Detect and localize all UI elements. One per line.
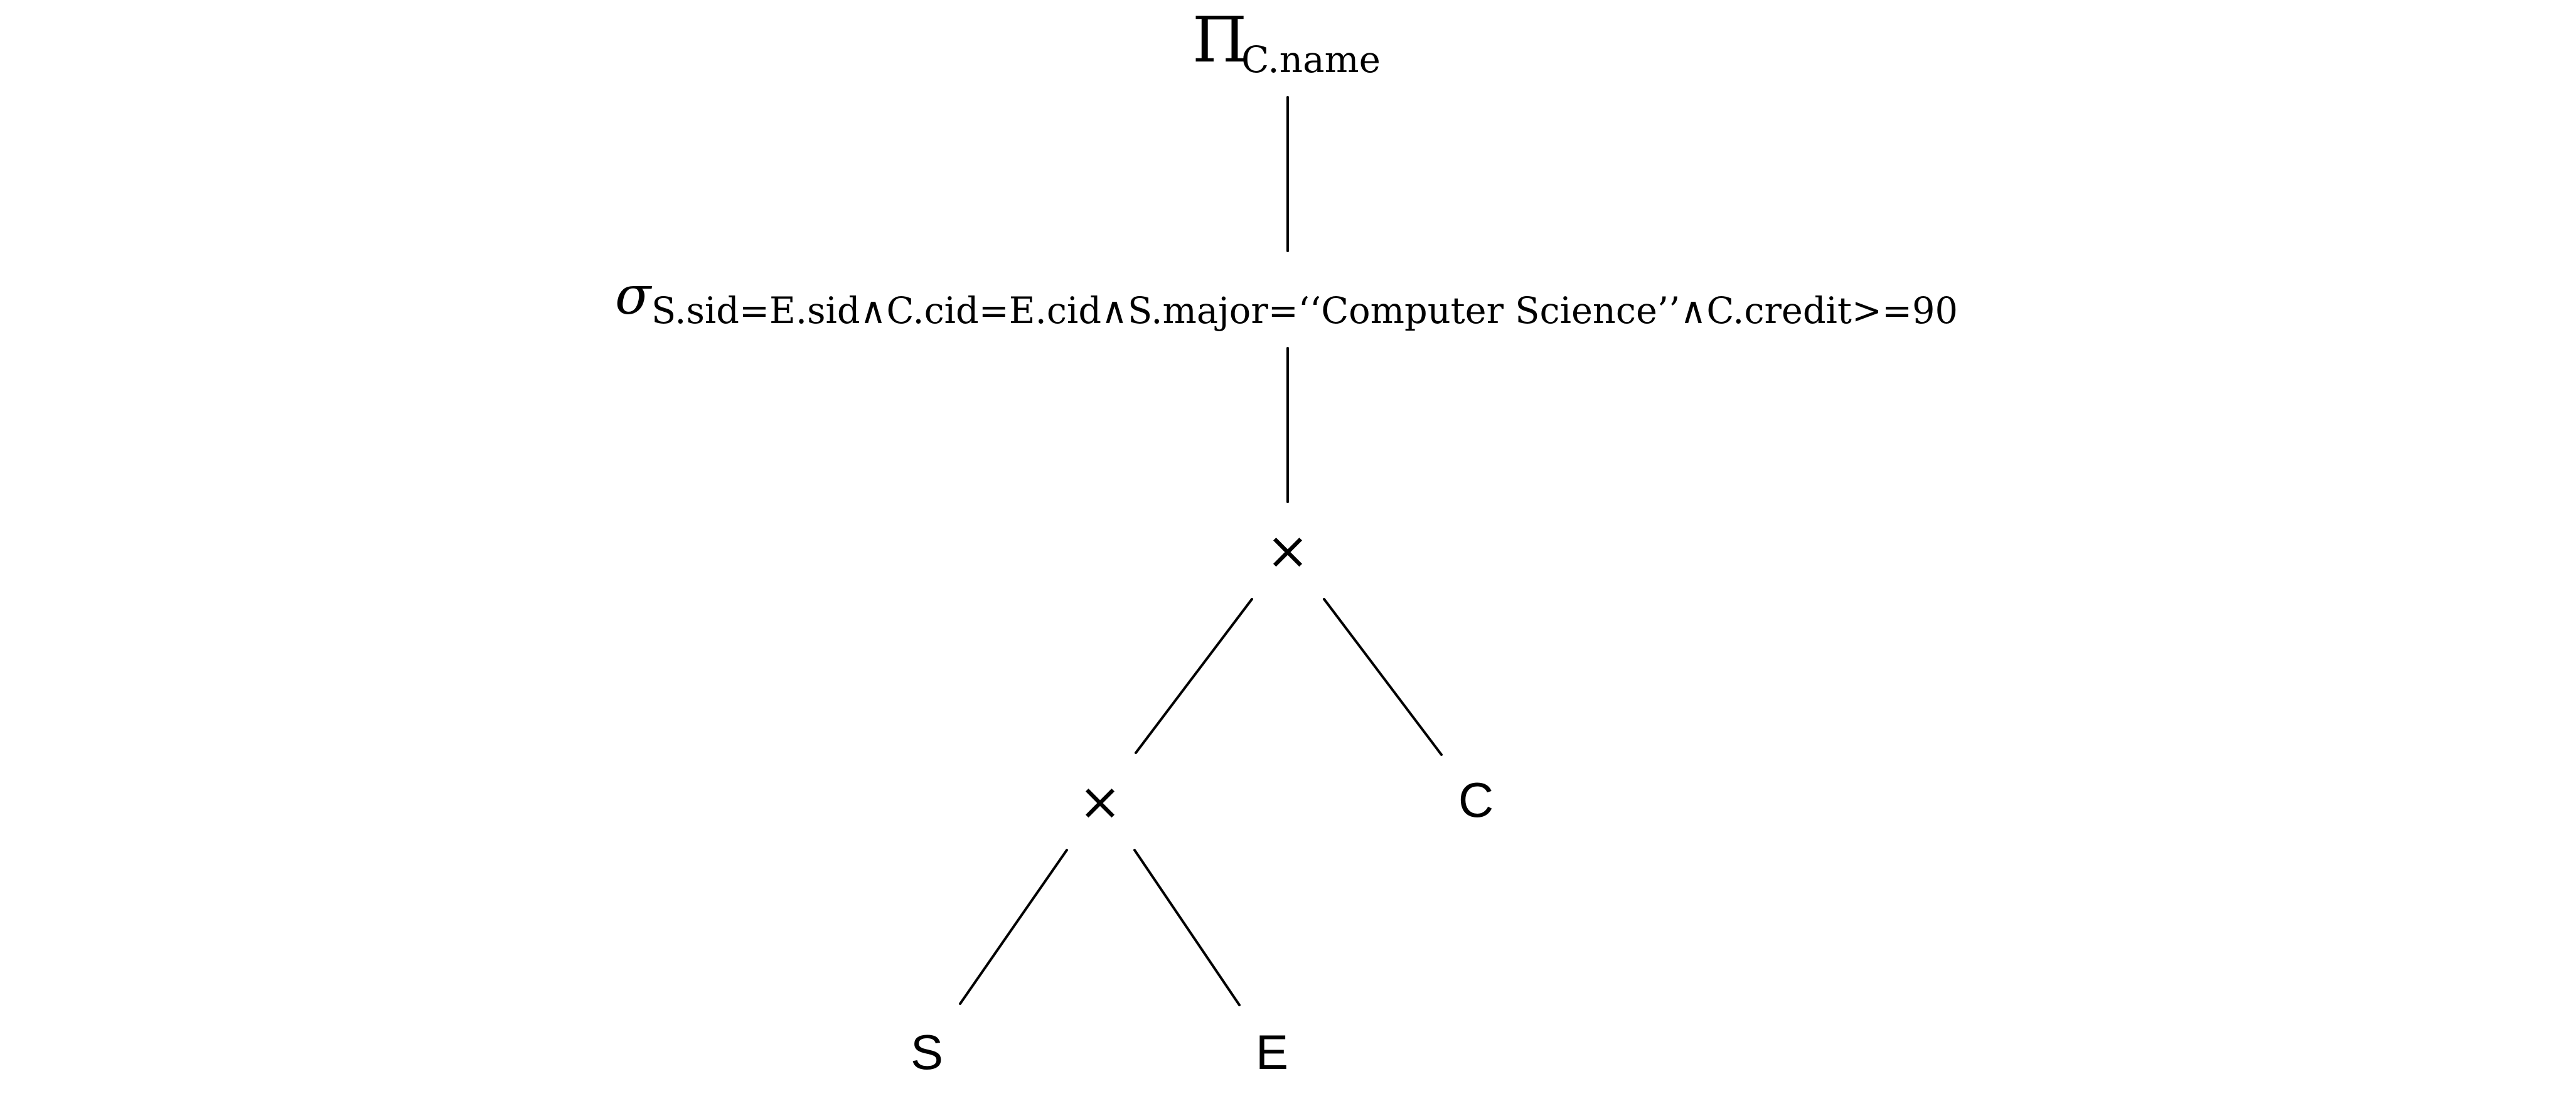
- cross-product-top: ×: [1266, 521, 1310, 581]
- selection-subscript: S.sid=E.sid∧C.cid=E.cid∧S.major=‘‘Comput…: [651, 289, 1958, 332]
- edge-cross-top-cross-bottom: [1135, 598, 1253, 754]
- cross-product-bottom: ×: [1079, 772, 1122, 832]
- relation-e: E: [1256, 1024, 1288, 1080]
- edge-cross-bottom-s: [959, 849, 1068, 1005]
- selection-symbol: σ: [615, 265, 653, 326]
- projection-subscript: C.name: [1241, 38, 1381, 81]
- projection-symbol: Π: [1192, 3, 1247, 77]
- relation-c: C: [1458, 772, 1494, 827]
- selection-node: σ S.sid=E.sid∧C.cid=E.cid∧S.major=‘‘Comp…: [615, 265, 1958, 332]
- relation-s: S: [911, 1024, 943, 1080]
- edge-cross-bottom-e: [1133, 849, 1241, 1006]
- projection-node: Π C.name: [1192, 3, 1381, 81]
- edge-cross-top-c: [1323, 598, 1443, 756]
